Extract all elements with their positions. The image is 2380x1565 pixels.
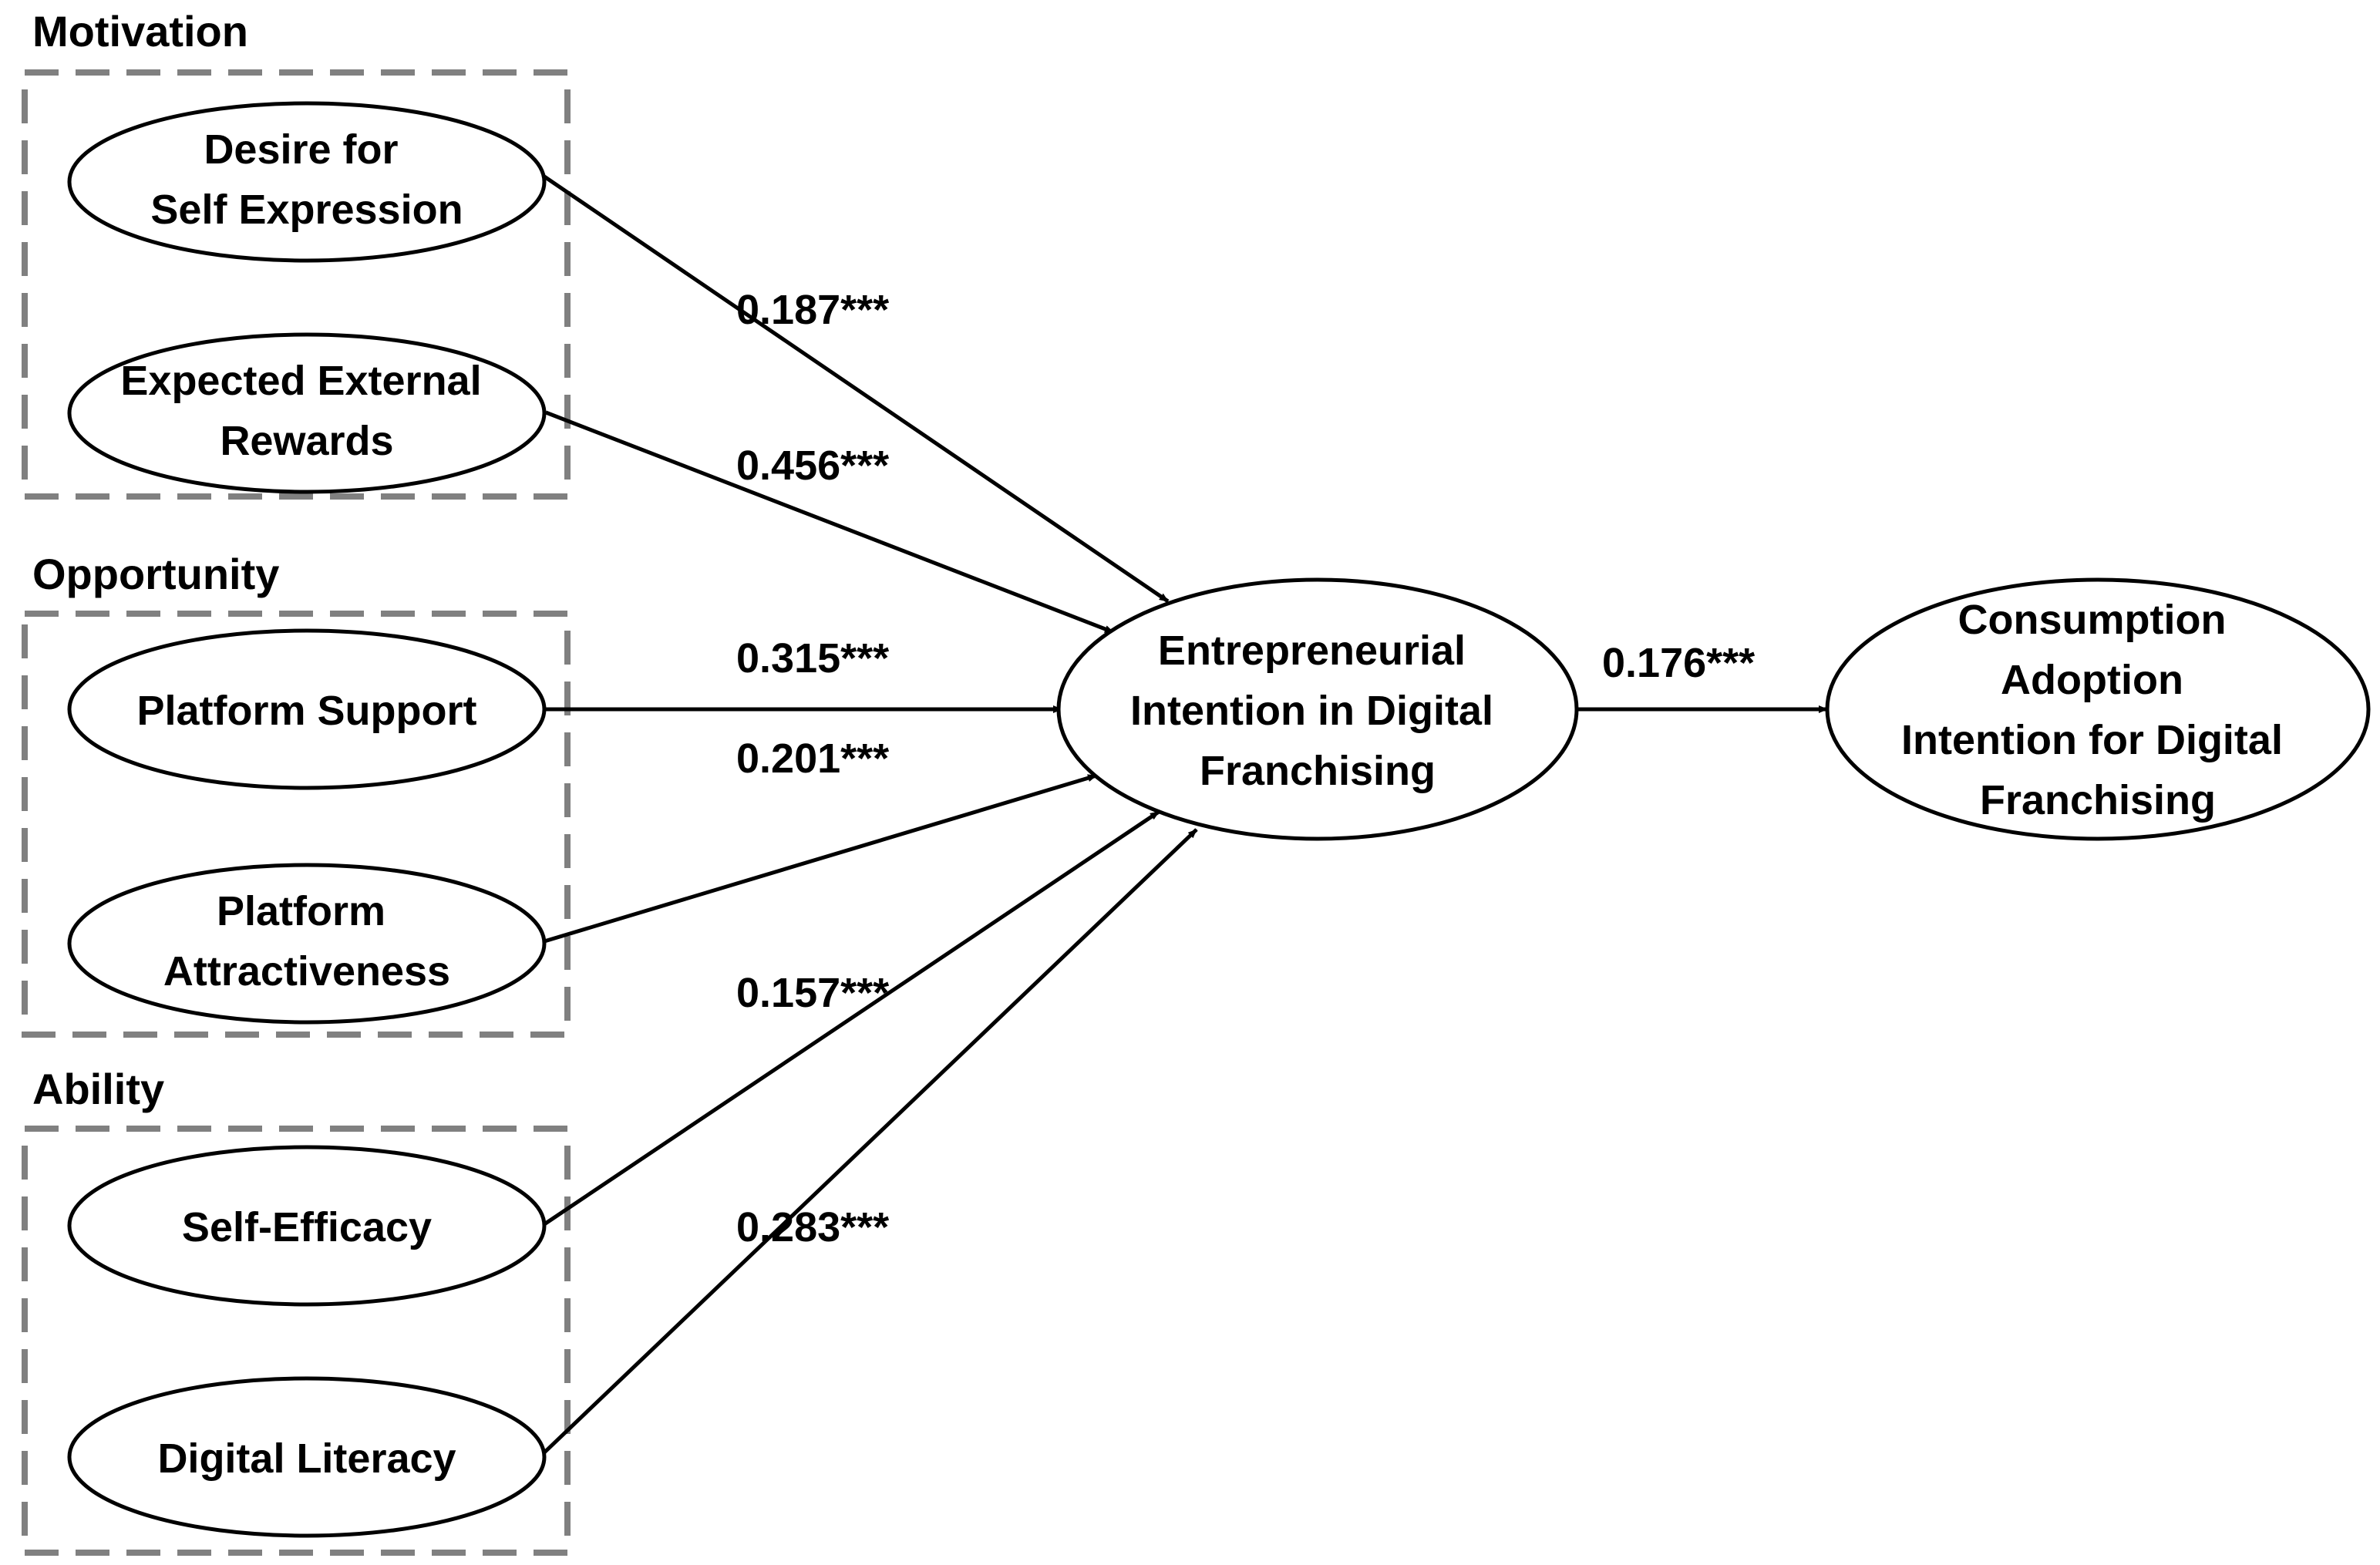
opportunity-group-box xyxy=(22,611,571,1038)
consumption-adoption-label: Consumption Adoption Intention for Digit… xyxy=(1901,597,2294,823)
path-digital-literacy-to-ei xyxy=(541,828,1198,1456)
path-external-rewards-to-ei xyxy=(545,410,1114,634)
coef-platform-attractiveness-to-ei: 0.201*** xyxy=(736,735,889,782)
entrepreneurial-intention-label: Entrepreneurial Intention in Digital Fra… xyxy=(1130,628,1505,794)
self-efficacy-label: Self-Efficacy xyxy=(182,1204,432,1250)
digital-literacy-label: Digital Literacy xyxy=(157,1435,456,1482)
ability-group-title: Ability xyxy=(32,1065,164,1113)
entrepreneurial-intention-node xyxy=(1056,577,1579,841)
motivation-group-title: Motivation xyxy=(32,7,248,56)
entrepreneurial-intention-label-line-1: Entrepreneurial xyxy=(1158,628,1466,674)
opportunity-group-title: Opportunity xyxy=(32,550,279,598)
path-self-efficacy-to-ei xyxy=(543,809,1160,1227)
coef-platform-support-to-ei: 0.315*** xyxy=(736,635,889,682)
motivation-group-box xyxy=(22,69,571,500)
coef-digital-literacy-to-ei: 0.283*** xyxy=(736,1204,889,1250)
path-self-expression-to-ei xyxy=(543,174,1170,604)
coef-self-efficacy-to-ei: 0.157*** xyxy=(736,970,889,1016)
consumption-adoption-label-line-1: Consumption xyxy=(1958,597,2227,643)
consumption-adoption-label-line-4: Franchising xyxy=(1980,777,2216,823)
coef-ei-to-consumption: 0.176*** xyxy=(1602,640,1755,686)
external-rewards-label-line-1: Expected External xyxy=(120,358,481,404)
ability-group-box xyxy=(22,1126,571,1556)
external-rewards-node xyxy=(67,332,547,494)
path-platform-attractiveness-to-ei xyxy=(544,773,1097,944)
self-efficacy-node xyxy=(67,1145,547,1307)
consumption-adoption-label-line-2: Adoption xyxy=(2001,657,2183,703)
coef-self-expression-to-ei: 0.187*** xyxy=(736,287,889,333)
platform-support-label: Platform Support xyxy=(137,688,477,734)
self-efficacy-label-line-1: Self-Efficacy xyxy=(182,1204,432,1250)
entrepreneurial-intention-label-line-2: Intention in Digital xyxy=(1130,688,1493,734)
self-expression-node xyxy=(67,101,547,263)
self-expression-label: Desire for Self Expression xyxy=(150,126,463,233)
external-rewards-label: Expected External Rewards xyxy=(120,358,493,464)
self-expression-label-line-1: Desire for xyxy=(204,126,398,173)
consumption-adoption-node xyxy=(1825,577,2371,841)
entrepreneurial-intention-label-line-3: Franchising xyxy=(1200,748,1436,794)
consumption-adoption-label-line-3: Intention for Digital xyxy=(1901,717,2283,763)
platform-attractiveness-label: Platform Attractiveness xyxy=(163,888,450,995)
digital-literacy-node xyxy=(67,1376,547,1538)
platform-attractiveness-node xyxy=(67,863,547,1025)
platform-attractiveness-label-line-1: Platform xyxy=(217,888,385,934)
platform-support-label-line-1: Platform Support xyxy=(137,688,477,734)
digital-literacy-label-line-1: Digital Literacy xyxy=(157,1435,456,1482)
self-expression-label-line-2: Self Expression xyxy=(150,187,463,233)
platform-attractiveness-label-line-2: Attractiveness xyxy=(163,948,450,995)
coef-external-rewards-to-ei: 0.456*** xyxy=(736,443,889,489)
platform-support-node xyxy=(67,628,547,790)
external-rewards-label-line-2: Rewards xyxy=(220,418,393,464)
